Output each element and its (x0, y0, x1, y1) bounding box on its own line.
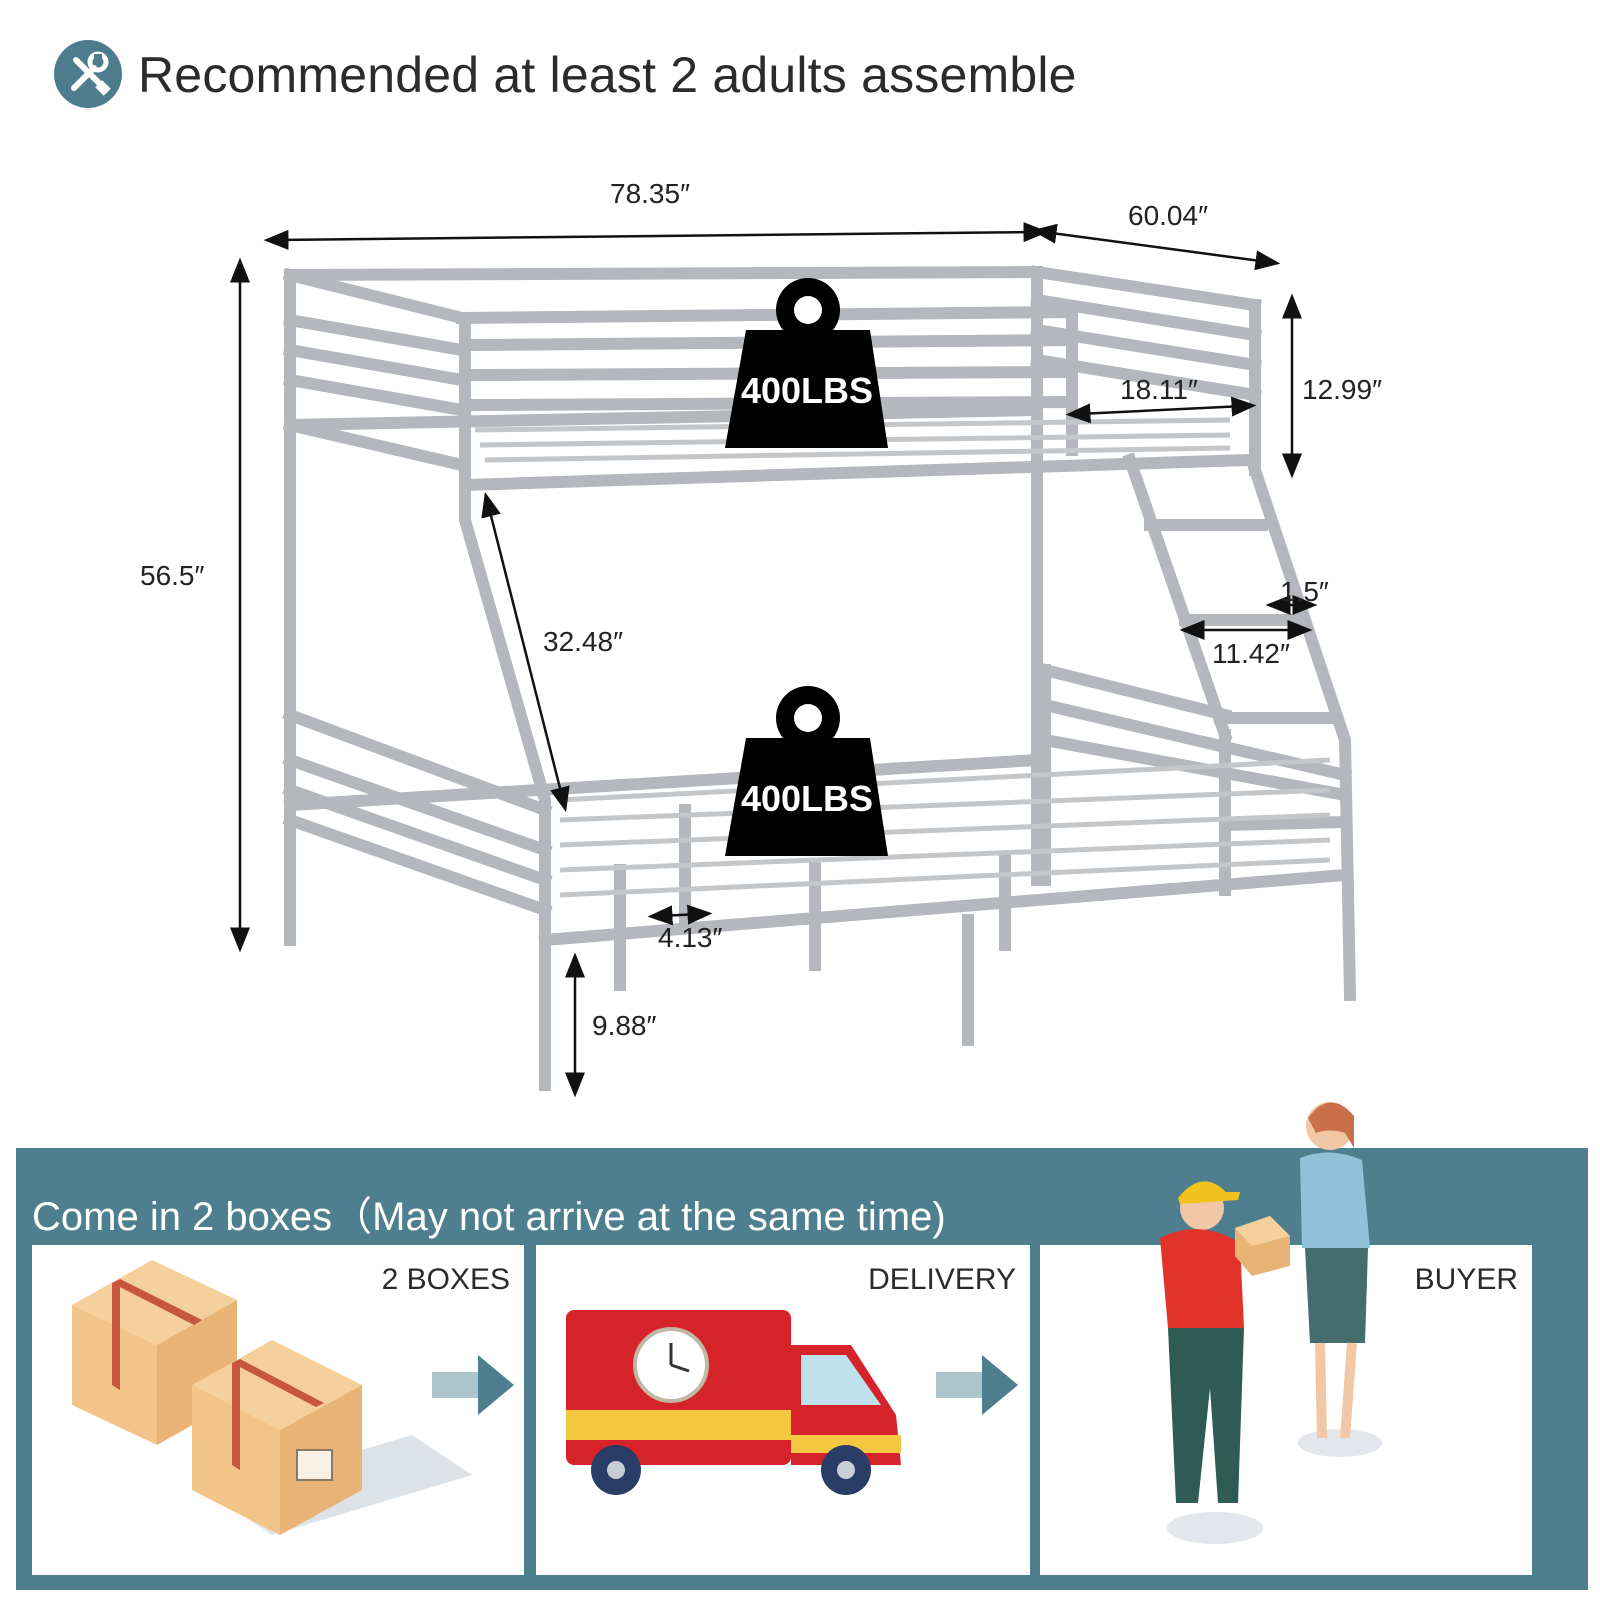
dimension-length: 78.35″ (610, 178, 690, 209)
top-bunk-weight-capacity: 400LBS (740, 370, 874, 411)
dimension-slat-gap: 4.13″ (658, 922, 723, 953)
bunk-bed-illustration (230, 222, 1357, 1098)
boxes-icon (72, 1260, 472, 1535)
step-card-buyer: BUYER (1040, 1245, 1532, 1575)
dimension-rung-width: 1.5″ (1280, 576, 1329, 607)
dimension-clearance: 9.88″ (592, 1010, 657, 1041)
tools-icon (54, 40, 122, 108)
shipping-title: Come in 2 boxes（May not arrive at the sa… (32, 1195, 946, 1239)
step-card-delivery: DELIVERY (536, 1245, 1030, 1575)
step-label: BUYER (1414, 1263, 1518, 1296)
arrow-right-icon (936, 1355, 1018, 1415)
courier-handing-package-icon (1160, 1102, 1382, 1544)
bottom-bunk-weight-capacity: 400LBS (740, 778, 874, 819)
arrow-right-icon (432, 1355, 514, 1415)
dimension-height: 56.5″ (140, 560, 205, 591)
dimension-ladder-opening: 18.11″ (1120, 374, 1198, 405)
dimension-width: 60.04″ (1128, 200, 1208, 231)
delivery-truck-icon (566, 1310, 901, 1495)
assembly-note: Recommended at least 2 adults assemble (138, 47, 1077, 103)
step-label: DELIVERY (868, 1263, 1016, 1296)
dimension-ladder-length: 32.48″ (543, 626, 623, 657)
step-label: 2 BOXES (381, 1263, 510, 1296)
step-card-boxes: 2 BOXES (32, 1245, 524, 1575)
dimension-rung-spacing: 11.42″ (1212, 638, 1290, 669)
dimension-guardrail-height: 12.99″ (1302, 374, 1382, 405)
